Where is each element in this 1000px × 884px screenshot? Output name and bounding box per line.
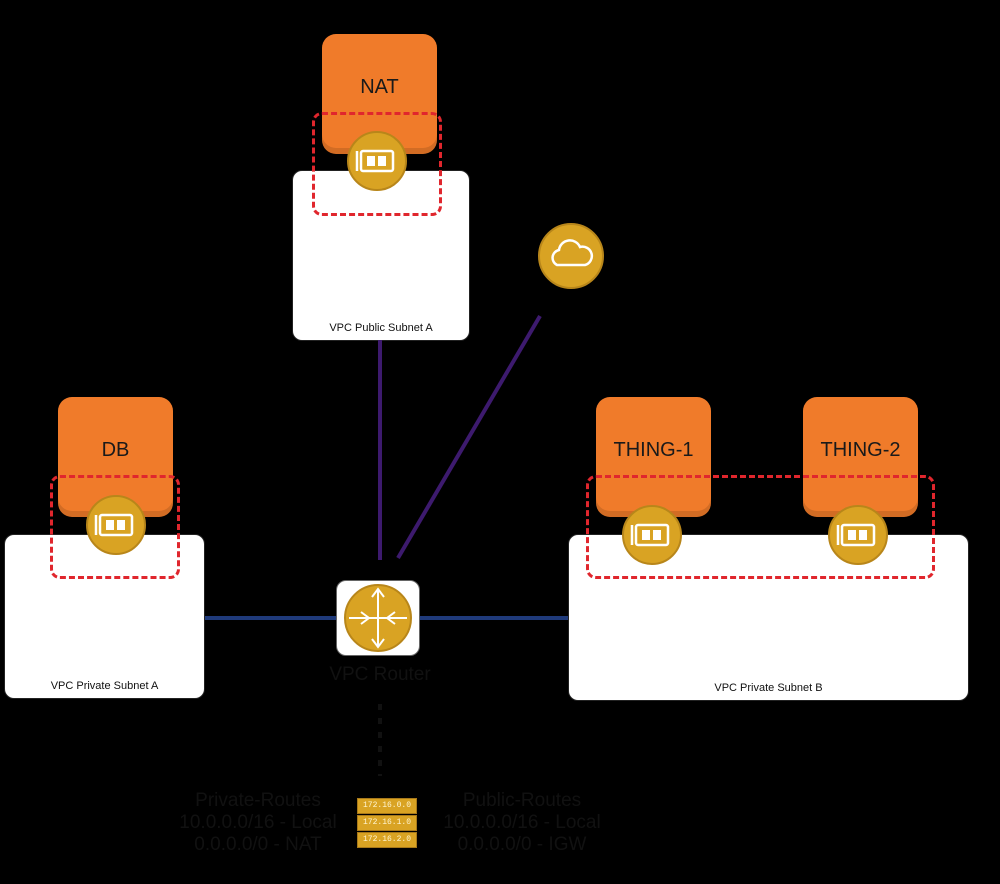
thing-2-instance-label: THING-2: [820, 439, 901, 461]
private-subnet-a-label: VPC Private Subnet A: [50, 680, 159, 692]
nat-security-group: [312, 112, 442, 216]
thing-2-eni-icon[interactable]: [828, 505, 888, 565]
route-table-entry: 172.16.2.0: [357, 832, 417, 848]
internet-gateway-cloud-icon[interactable]: [538, 223, 604, 289]
nat-eni-icon[interactable]: [347, 131, 407, 191]
private-subnet-a: VPC Private Subnet A: [4, 534, 205, 699]
db-instance-label: DB: [101, 439, 130, 461]
public-routes-title: Public-Routes: [462, 790, 582, 811]
private-route-default: 0.0.0.0/0 - NAT: [194, 834, 322, 855]
vpc-router-label: VPC Router: [329, 664, 431, 685]
db-eni-icon[interactable]: [86, 495, 146, 555]
private-routes: Private-Routes 10.0.0.0/16 - Local 0.0.0…: [160, 790, 356, 856]
route-table-entry: 172.16.1.0: [357, 815, 417, 831]
private-route-local: 10.0.0.0/16 - Local: [179, 812, 337, 833]
route-table-entry: 172.16.0.0: [357, 798, 417, 814]
nat-instance-label: NAT: [360, 76, 399, 98]
link-internet-gateway: [396, 314, 542, 560]
public-route-default: 0.0.0.0/0 - IGW: [457, 834, 587, 855]
thing-1-eni-icon[interactable]: [622, 505, 682, 565]
thing-1-instance[interactable]: THING-1: [596, 397, 711, 517]
db-security-group: [50, 475, 180, 579]
private-subnet-b-label: VPC Private Subnet B: [714, 682, 823, 694]
thing-2-instance[interactable]: THING-2: [803, 397, 918, 517]
public-route-local: 10.0.0.0/16 - Local: [443, 812, 601, 833]
thing-1-instance-label: THING-1: [613, 439, 694, 461]
public-subnet-a-label: VPC Public Subnet A: [329, 322, 433, 334]
vpc-router[interactable]: [336, 580, 420, 656]
private-subnet-b: VPC Private Subnet B: [568, 534, 969, 701]
private-routes-title: Private-Routes: [195, 790, 321, 811]
router-icon: [344, 584, 412, 652]
public-routes: Public-Routes 10.0.0.0/16 - Local 0.0.0.…: [424, 790, 620, 856]
things-security-group: [586, 475, 935, 579]
